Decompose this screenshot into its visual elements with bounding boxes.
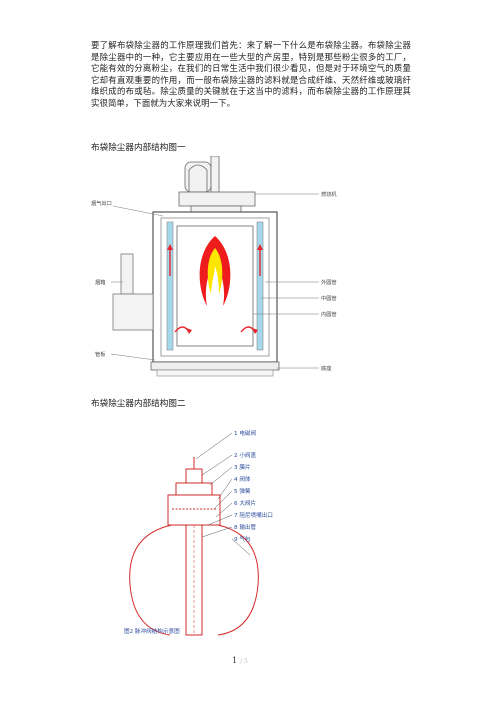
figure1-labels: 燃烧机 烟气出口 烟箱 管板 外圆管 中圆管 内圆管 底座 bbox=[91, 190, 337, 372]
burner-head bbox=[178, 191, 256, 207]
small-cover bbox=[175, 482, 213, 496]
arrow-heads bbox=[167, 244, 263, 334]
valve-drawing bbox=[129, 457, 259, 636]
figure2-legend: 1 电磁阀 2 小阀盖 3 膜片 4 阀体 5 弹簧 6 大阀片 7 阻尼喷嘴出… bbox=[124, 429, 273, 635]
flue-chamber bbox=[112, 293, 154, 331]
air-tank-lower-right bbox=[217, 584, 259, 636]
burner-curve bbox=[188, 164, 208, 192]
legend-item-4: 4 阀体 bbox=[234, 475, 251, 483]
label-outer-tube: 外圆管 bbox=[321, 278, 337, 286]
label-tube-sheet: 管板 bbox=[95, 350, 106, 358]
intro-paragraph: 要了解布袋除尘器的工作原理我们首先：来了解一下什么是布袋除尘器。布袋除尘器是除尘… bbox=[91, 40, 411, 108]
right-tube-wall bbox=[256, 221, 264, 351]
figure2-leader-lines bbox=[195, 432, 251, 556]
label-flue-outlet: 烟气出口 bbox=[91, 199, 112, 207]
figure1-caption: 布袋除尘器内部结构图一 bbox=[91, 143, 186, 153]
legend-item-8: 8 输出管 bbox=[234, 523, 257, 531]
label-base: 底座 bbox=[321, 364, 331, 372]
label-middle-tube: 中圆管 bbox=[321, 294, 337, 302]
flue-box bbox=[112, 253, 154, 331]
legend-item-6: 6 大阀片 bbox=[234, 499, 257, 507]
legend-item-2: 2 小阀盖 bbox=[234, 451, 257, 459]
page-number: 1 bbox=[232, 656, 238, 665]
legend-item-7: 7 阻尼喷嘴出口 bbox=[234, 511, 273, 519]
flame-outer bbox=[199, 236, 231, 306]
burner-flange bbox=[190, 205, 242, 213]
left-tube-wall bbox=[166, 221, 174, 351]
burner-assembly bbox=[178, 156, 256, 213]
base-foot bbox=[156, 369, 274, 377]
legend-item-1: 1 电磁阀 bbox=[234, 429, 257, 437]
page-total-faint: / 5 bbox=[240, 658, 248, 665]
figure2-caption: 布袋除尘器内部结构图二 bbox=[91, 399, 186, 409]
figure2-pulse-valve-diagram: 1 电磁阀 2 小阀盖 3 膜片 4 阀体 5 弹簧 6 大阀片 7 阻尼喷嘴出… bbox=[124, 429, 273, 636]
middle-shell bbox=[160, 217, 270, 357]
flue-pipe bbox=[120, 253, 134, 295]
base-plate bbox=[150, 361, 280, 371]
label-inner-tube: 内圆管 bbox=[321, 310, 337, 318]
label-burner: 燃烧机 bbox=[321, 190, 337, 198]
page-footer: 1/ 5 bbox=[232, 656, 248, 665]
burner-stem bbox=[210, 156, 220, 197]
solenoid bbox=[185, 468, 203, 484]
valve-body bbox=[167, 494, 221, 526]
air-tank-lower-left bbox=[129, 584, 171, 636]
legend-item-3: 3 膜片 bbox=[234, 463, 251, 471]
legend-item-5: 5 弹簧 bbox=[234, 487, 251, 495]
label-flue-box: 烟箱 bbox=[95, 278, 105, 286]
figure2-inner-caption: 图2 脉冲阀结构示意图 bbox=[124, 627, 180, 635]
leader-lines bbox=[110, 193, 319, 369]
figure1-structure-diagram: 燃烧机 烟气出口 烟箱 管板 外圆管 中圆管 内圆管 底座 bbox=[91, 156, 337, 377]
flame-inner bbox=[207, 248, 223, 294]
legend-item-9: 9 气包 bbox=[234, 535, 251, 543]
